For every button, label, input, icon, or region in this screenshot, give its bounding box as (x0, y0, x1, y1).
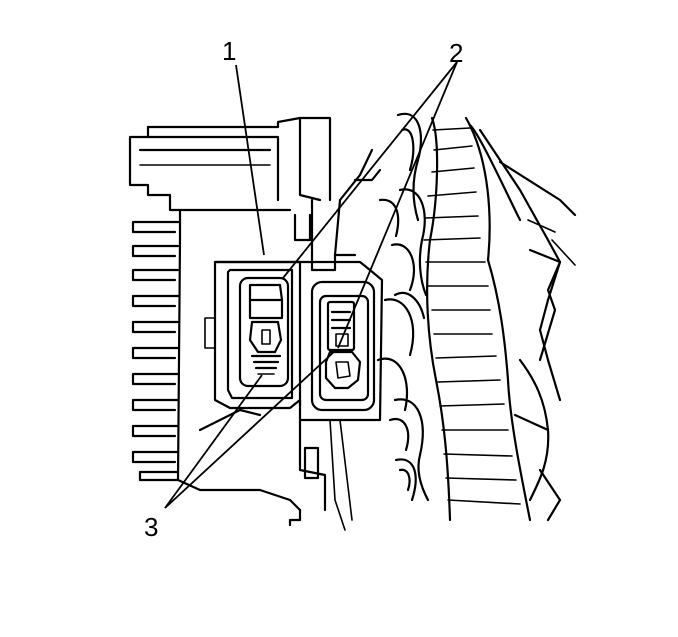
callout-3: 3 (144, 512, 158, 542)
leader-3b (164, 349, 337, 509)
callout-1: 1 (222, 36, 236, 66)
upper-tab (293, 198, 357, 272)
left-terminal (238, 276, 290, 388)
alternator-housing (128, 116, 332, 512)
leader-2b (337, 61, 458, 349)
leader-lines (164, 61, 458, 509)
leader-2a (282, 61, 458, 279)
cooling-fins (131, 220, 182, 482)
connector-housing (204, 260, 384, 422)
right-terminal (310, 280, 376, 412)
callout-2: 2 (449, 38, 463, 68)
leader-3a (164, 374, 263, 509)
lower-bracket (198, 408, 353, 531)
rotor-teeth (423, 116, 577, 522)
stator-edge (333, 112, 430, 502)
leader-1 (235, 64, 265, 256)
